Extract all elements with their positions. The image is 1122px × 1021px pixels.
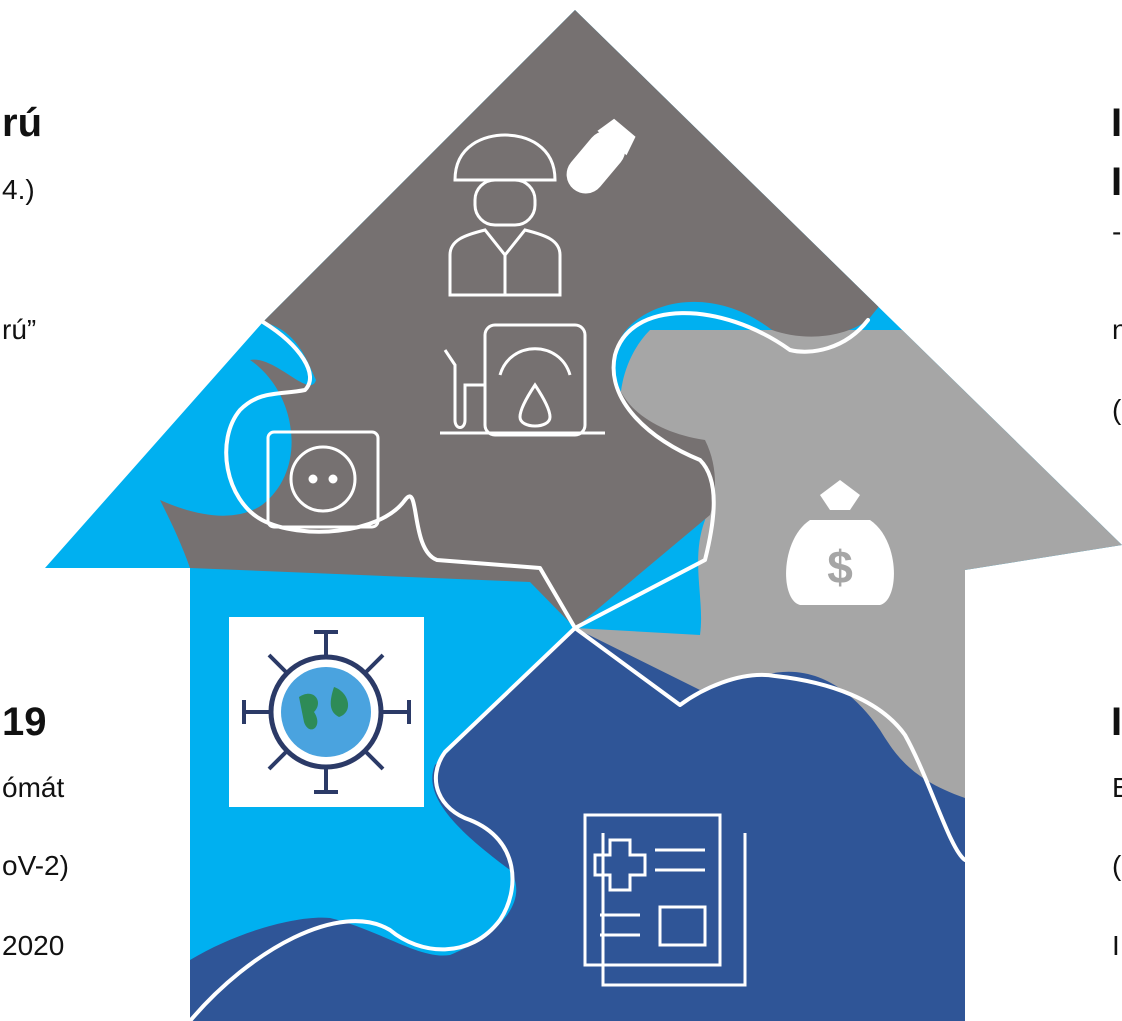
piece-outlines xyxy=(188,311,967,1021)
right-bottom-line-1: E xyxy=(1112,772,1122,803)
right-top-line-3: ( xyxy=(1112,394,1122,425)
left-bottom-line-2: oV-2) xyxy=(2,850,69,881)
left-top-line-1: 4.) xyxy=(2,174,35,205)
left-bottom-line-1: ómát xyxy=(2,772,65,803)
left-top-line-2: rú” xyxy=(2,314,37,345)
soldier-icon xyxy=(448,133,562,297)
fuel-pump-icon xyxy=(440,323,605,437)
medical-document-icon xyxy=(583,813,747,987)
right-bottom-title: I xyxy=(1111,700,1122,744)
bomb-icon xyxy=(566,118,636,194)
right-top-title-2: I xyxy=(1111,160,1122,204)
power-socket-icon xyxy=(266,430,380,529)
left-bottom-title: 19 xyxy=(2,700,47,744)
svg-text:$: $ xyxy=(827,541,853,593)
right-top-line-1: - xyxy=(1112,216,1122,247)
covid-globe-logo xyxy=(229,617,424,807)
puzzle-piece-bottom xyxy=(190,628,1122,1021)
left-top-title: rú xyxy=(2,101,42,145)
money-bag-icon: $ xyxy=(786,480,894,605)
right-top-line-2: n xyxy=(1112,314,1122,345)
right-bottom-line-3: I xyxy=(1112,930,1120,961)
right-bottom-line-2: ( xyxy=(1112,850,1122,881)
left-bottom-line-3: 2020 xyxy=(2,930,65,961)
right-top-title-1: I xyxy=(1111,101,1122,145)
